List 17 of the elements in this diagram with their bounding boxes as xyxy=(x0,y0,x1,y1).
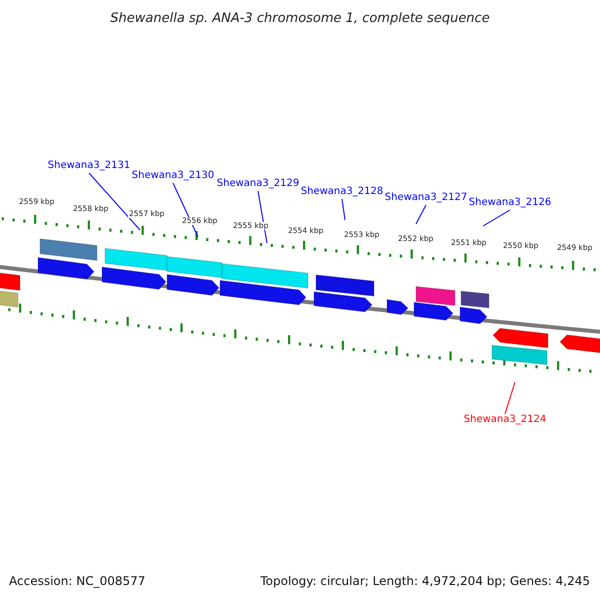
leader-line xyxy=(172,182,198,238)
gene-label: Shewana3_2127 xyxy=(384,193,468,203)
gene-label: Shewana3_2129 xyxy=(216,179,300,189)
gene-label: Shewana3_2130 xyxy=(132,171,214,181)
leader-line xyxy=(88,172,140,230)
accession-text: Accession: NC_008577 xyxy=(9,575,146,587)
title: Shewanella sp. ANA-3 chromosome 1, complete sequence xyxy=(110,12,490,25)
leader-line xyxy=(342,198,346,220)
gene-label: Shewana3_2131 xyxy=(48,161,130,171)
gene-label: Shewana3_2126 xyxy=(468,198,552,208)
gene-label: Shewana3_2124 xyxy=(464,415,546,425)
gene-label: Shewana3_2128 xyxy=(300,187,384,197)
leader-line xyxy=(504,382,516,414)
footer-text: Topology: circular; Length: 4,972,204 bp; Genes: 4,245 xyxy=(260,575,590,587)
leader-line xyxy=(416,204,426,224)
leader-line xyxy=(482,210,510,226)
leader-line xyxy=(258,190,268,244)
